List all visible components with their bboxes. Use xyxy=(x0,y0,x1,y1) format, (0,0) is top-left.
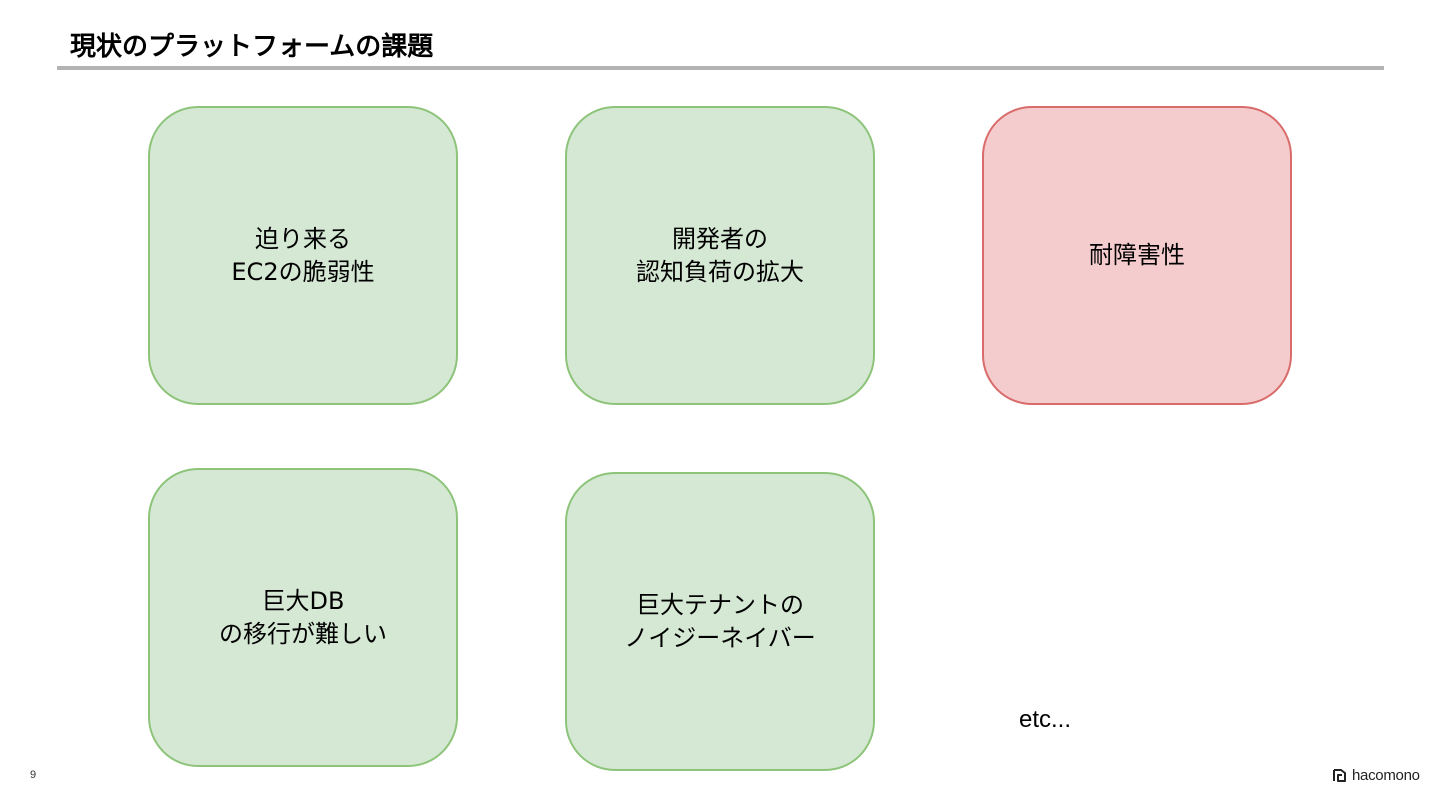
card-line: 認知負荷の拡大 xyxy=(636,257,804,286)
card-line: 巨大DB xyxy=(261,586,345,615)
hacomono-logo-icon xyxy=(1332,767,1348,783)
card-large-db-migration: 巨大DB の移行が難しい xyxy=(148,468,458,767)
card-noisy-neighbor: 巨大テナントの ノイジーネイバー xyxy=(565,472,875,771)
card-line: の移行が難しい xyxy=(219,619,387,648)
slide-title: 現状のプラットフォームの課題 xyxy=(70,32,434,62)
page-number: 9 xyxy=(30,769,37,781)
card-line: 巨大テナントの xyxy=(636,590,804,619)
title-divider xyxy=(57,66,1384,70)
card-line: 迫り来る xyxy=(255,224,351,253)
card-line: EC2の脆弱性 xyxy=(231,257,375,286)
brand-footer: hacomono xyxy=(1332,765,1420,785)
card-line: 耐障害性 xyxy=(1089,241,1185,269)
card-fault-tolerance: 耐障害性 xyxy=(982,106,1292,405)
etc-note: etc... xyxy=(1019,706,1072,733)
card-developer-cognitive-load: 開発者の 認知負荷の拡大 xyxy=(565,106,875,405)
card-line: 開発者の xyxy=(672,224,768,253)
card-ec2-vulnerability: 迫り来る EC2の脆弱性 xyxy=(148,106,458,405)
card-line: ノイジーネイバー xyxy=(624,623,816,652)
brand-name: hacomono xyxy=(1352,766,1420,784)
